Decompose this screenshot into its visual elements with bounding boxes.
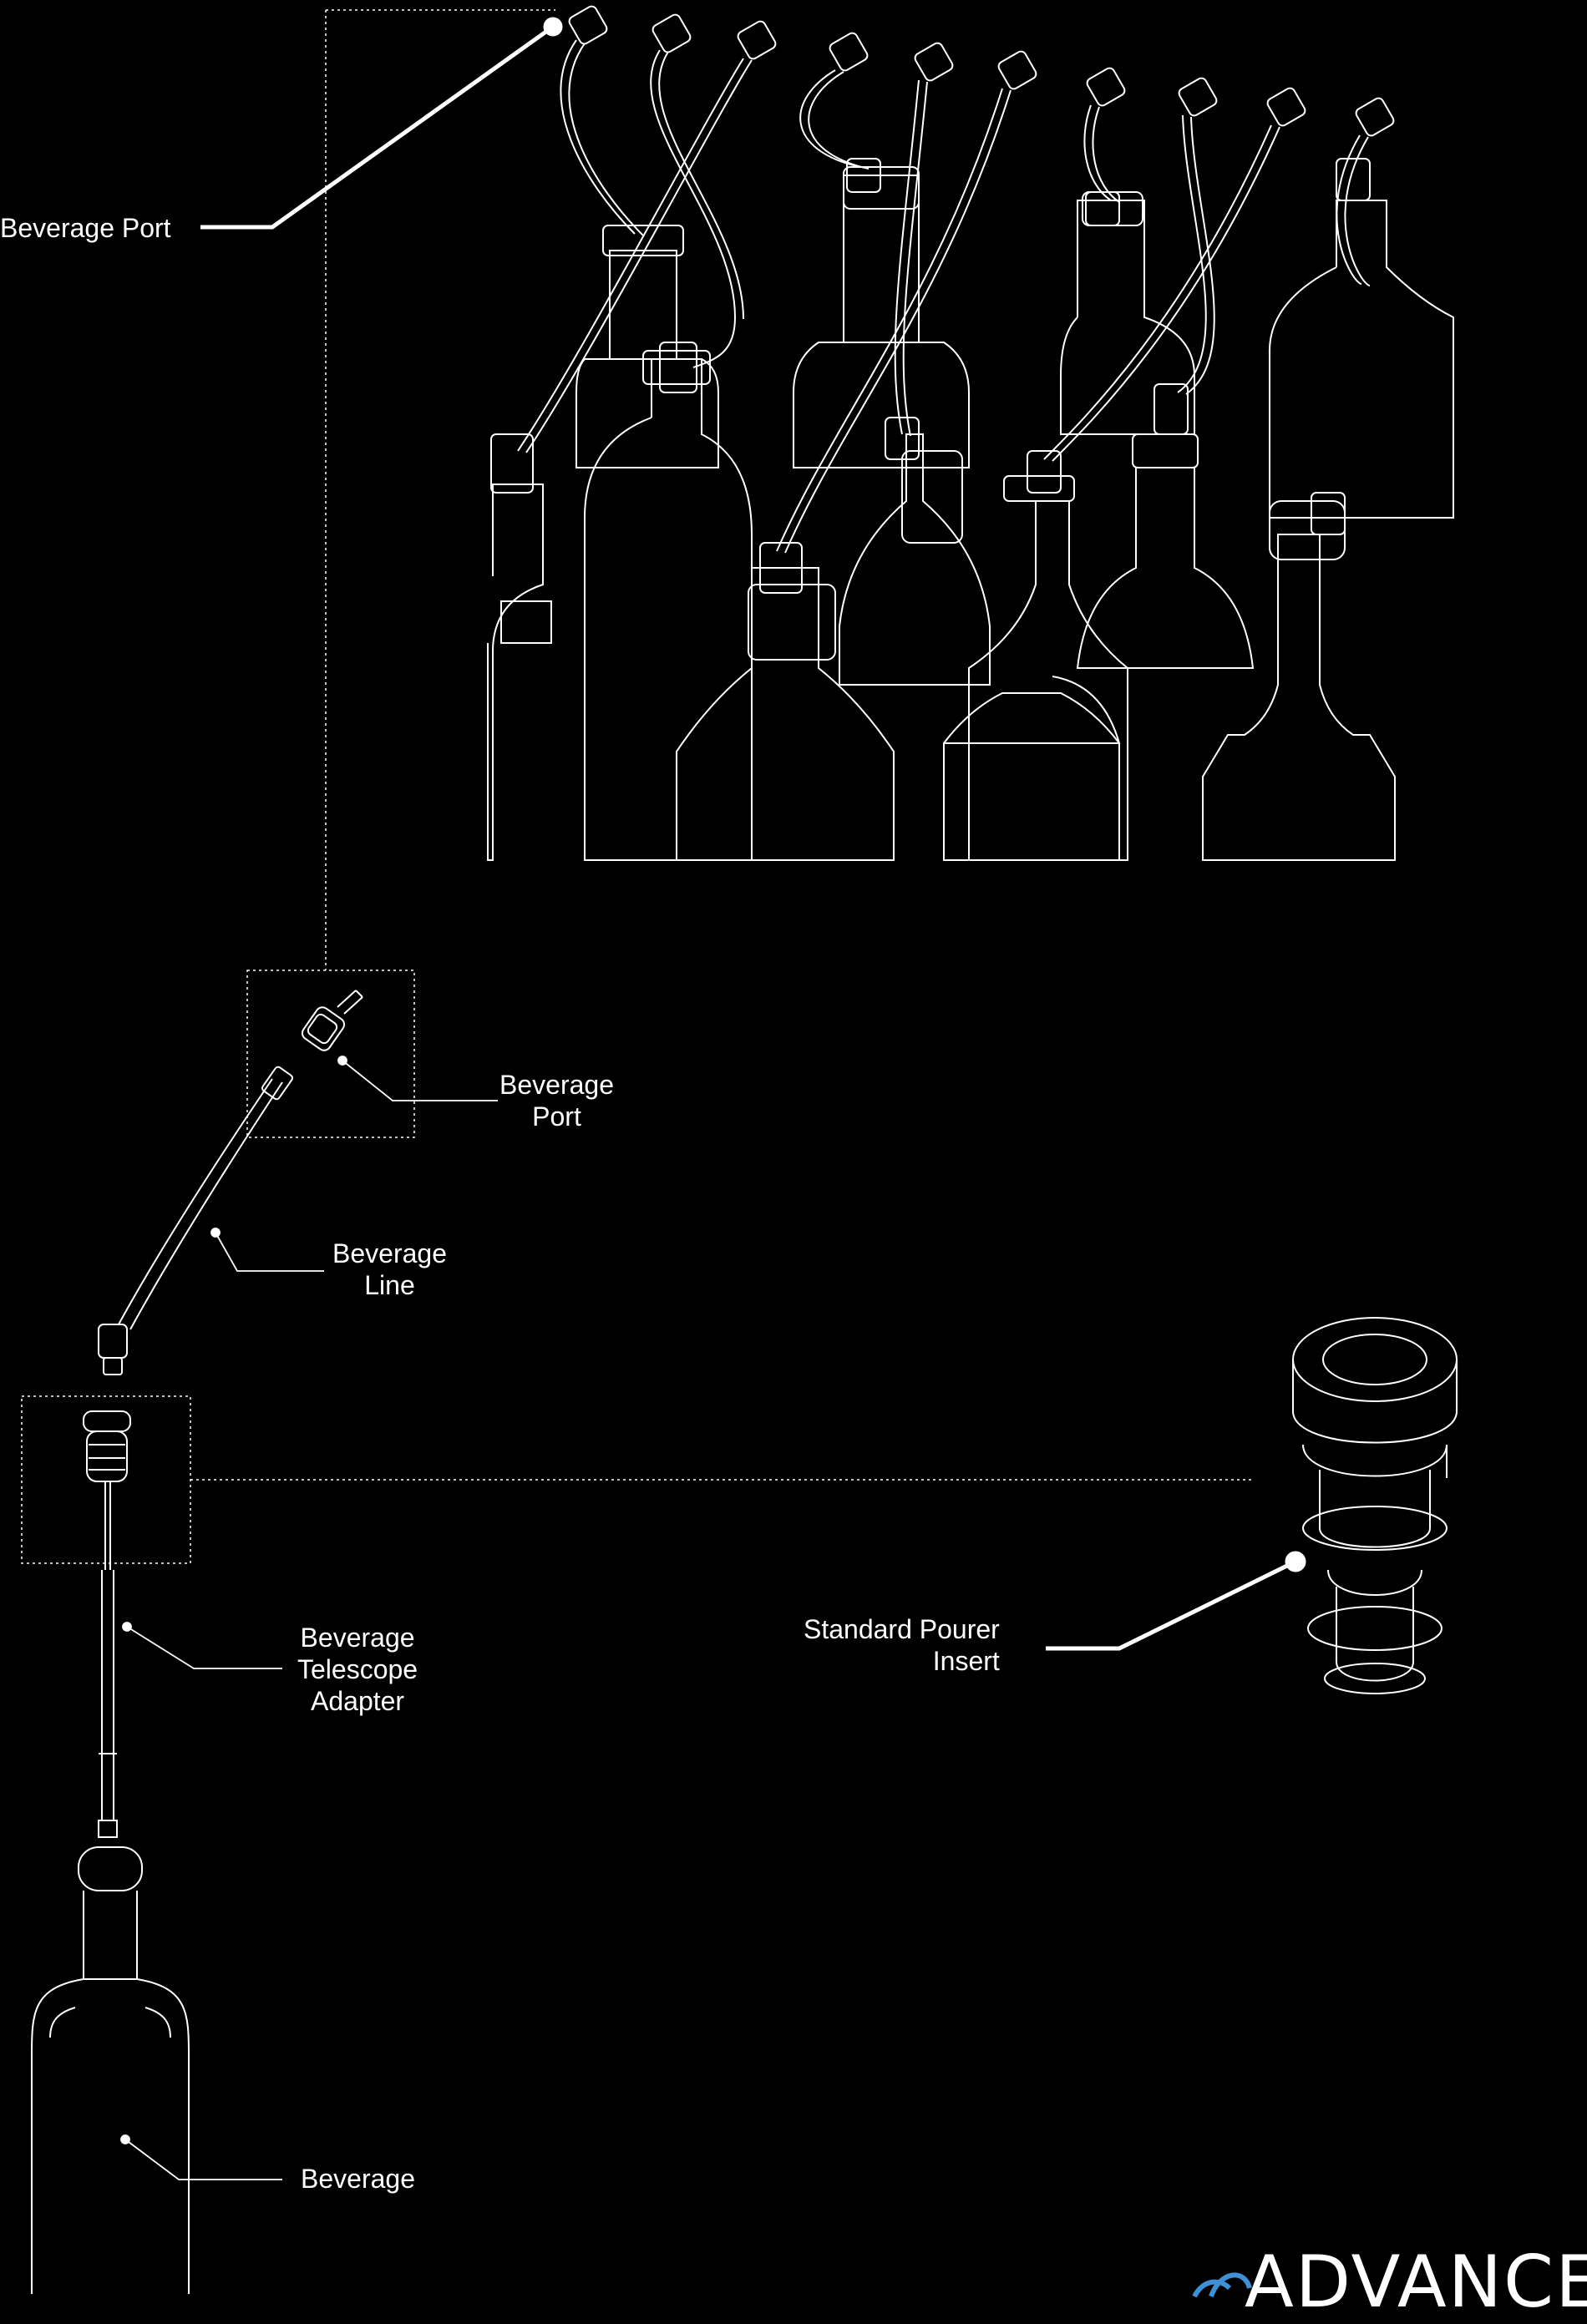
label-beverage-port-top: Beverage Port (0, 213, 171, 243)
label-beverage: Beverage (301, 2164, 415, 2194)
pourer-insert-part (1292, 1317, 1458, 1694)
bottle-caps (490, 158, 1371, 594)
bottle-array (487, 5, 1454, 861)
beverage-hoses (517, 39, 1371, 554)
beverage-bottle-part (31, 1846, 190, 2294)
logo-text: ADVANCED (1245, 2240, 1587, 2324)
logo-mark-icon (1192, 2272, 1252, 2298)
beverage-ports-row (568, 5, 1395, 137)
callout-leaders (120, 17, 1306, 2180)
telescope-adapter-part (83, 1410, 131, 1838)
label-beverage-port: Beverage Port (499, 1070, 614, 1132)
label-beverage-line: Beverage Line (332, 1238, 447, 1300)
label-telescope-adapter: Beverage Telescope Adapter (297, 1623, 418, 1716)
guide-lines (21, 9, 1255, 1564)
beverage-port-part (301, 990, 363, 1051)
label-pourer-insert: Standard Pourer Insert (804, 1614, 1000, 1676)
beverage-line-part (98, 1066, 294, 1375)
